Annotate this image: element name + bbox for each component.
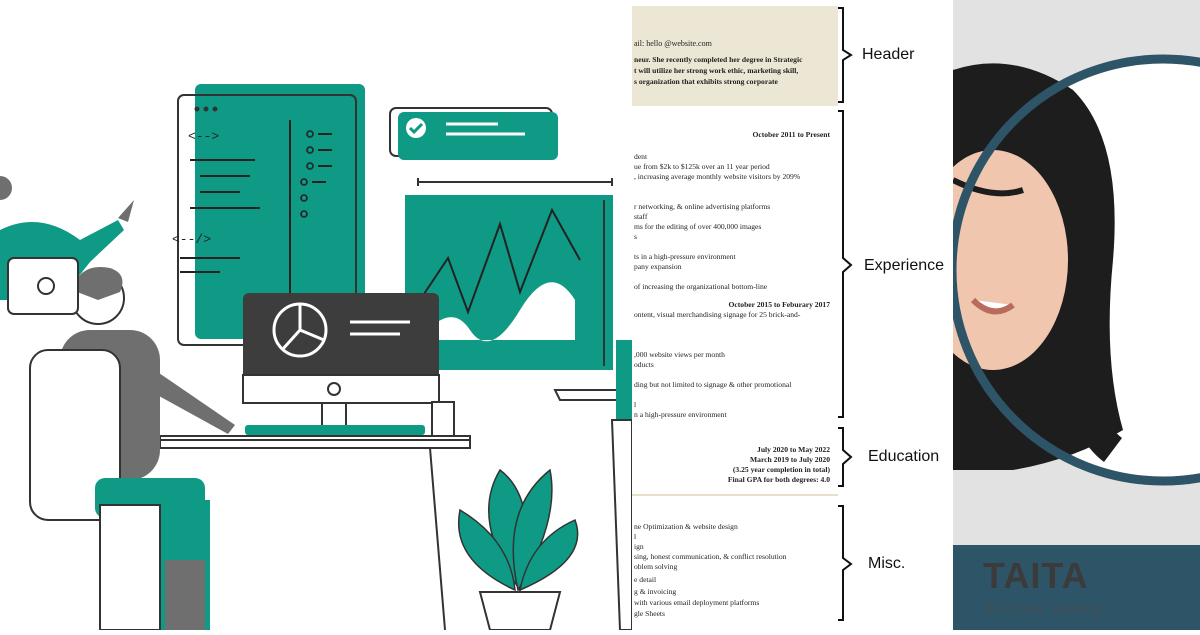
svg-text:<--/>: <--/> — [172, 232, 211, 247]
resume-line: oducts — [634, 360, 654, 369]
resume-line: ue from $2k to $125k over an 11 year per… — [634, 162, 770, 171]
brace-icon — [838, 7, 853, 621]
resume-line: n a high-pressure environment — [634, 410, 727, 419]
label-education: Education — [868, 448, 940, 465]
misc-line: l — [634, 532, 637, 541]
logo-name: TAITA — [983, 555, 1089, 596]
resume-header-line: ail: hello @website.com — [634, 39, 712, 48]
resume-header-line: neur. She recently completed her degree … — [634, 55, 803, 64]
misc-line: e detail — [634, 575, 657, 584]
line-chart-screen-icon — [405, 178, 613, 370]
misc-line: gle Sheets — [634, 609, 666, 618]
date-range: October 2015 to Feburary 2017 — [728, 300, 830, 309]
resume-line: l — [634, 400, 637, 409]
resume-line: s — [634, 232, 637, 241]
misc-line: oblem solving — [634, 562, 678, 571]
label-experience: Experience — [864, 257, 945, 274]
resume-header-block: ail: hello @website.com neur. She recent… — [632, 6, 838, 106]
plant-icon — [458, 468, 579, 631]
code-monitor-icon: <--> <--/> — [172, 84, 365, 346]
education-line: (3.25 year completion in total) — [732, 465, 830, 474]
seated-person-icon — [29, 266, 235, 631]
resume-line: , increasing average monthly website vis… — [634, 172, 801, 181]
resume-line: of increasing the organizational bottom-… — [634, 282, 768, 291]
misc-line: g & invoicing — [634, 587, 677, 596]
resume-line: staff — [634, 212, 648, 221]
misc-line: ign — [634, 542, 644, 551]
resume-line: ,000 website views per month — [634, 350, 725, 359]
resume-line: r networking, & online advertising platf… — [634, 202, 771, 211]
resume-line: dent — [634, 152, 648, 161]
resume-line: ontent, visual merchandising signage for… — [634, 310, 801, 319]
team-illustration: <--> <--/> — [0, 84, 633, 631]
label-misc: Misc. — [868, 555, 906, 572]
resume-header-line: t will utilize her strong work ethic, ma… — [634, 66, 799, 75]
resume-line: pany expansion — [634, 262, 682, 271]
section-divider — [632, 494, 838, 496]
education-line: Final GPA for both degrees: 4.0 — [727, 475, 830, 484]
taita-logo: TAITA Silicon Valley — [953, 545, 1200, 630]
misc-line: ne Optimization & website design — [634, 522, 738, 531]
education-line: July 2020 to May 2022 — [757, 445, 830, 454]
section-labels: Header Experience Education Misc. — [838, 0, 953, 630]
pie-chart-monitor-icon — [242, 293, 440, 428]
misc-line: sing, honest communication, & conflict r… — [634, 552, 787, 561]
standing-person-icon — [0, 176, 134, 315]
education-line: March 2019 to July 2020 — [749, 455, 830, 464]
misc-line: with various email deployment platforms — [634, 598, 760, 607]
checkmark-card-icon — [389, 107, 558, 160]
profile-photo — [953, 0, 1200, 545]
label-header: Header — [862, 46, 915, 63]
svg-text:<-->: <--> — [188, 129, 219, 144]
resume-line: ms for the editing of over 400,000 image… — [634, 222, 762, 231]
resume-line: ding but not limited to signage & other … — [634, 380, 792, 389]
resume-document: ail: hello @website.com neur. She recent… — [632, 0, 838, 630]
resume-line: ts in a high-pressure environment — [634, 252, 736, 261]
date-range: October 2011 to Present — [752, 130, 830, 139]
resume-header-line: s organization that exhibits strong corp… — [634, 77, 778, 86]
logo-subtitle: Silicon Valley — [985, 601, 1104, 616]
